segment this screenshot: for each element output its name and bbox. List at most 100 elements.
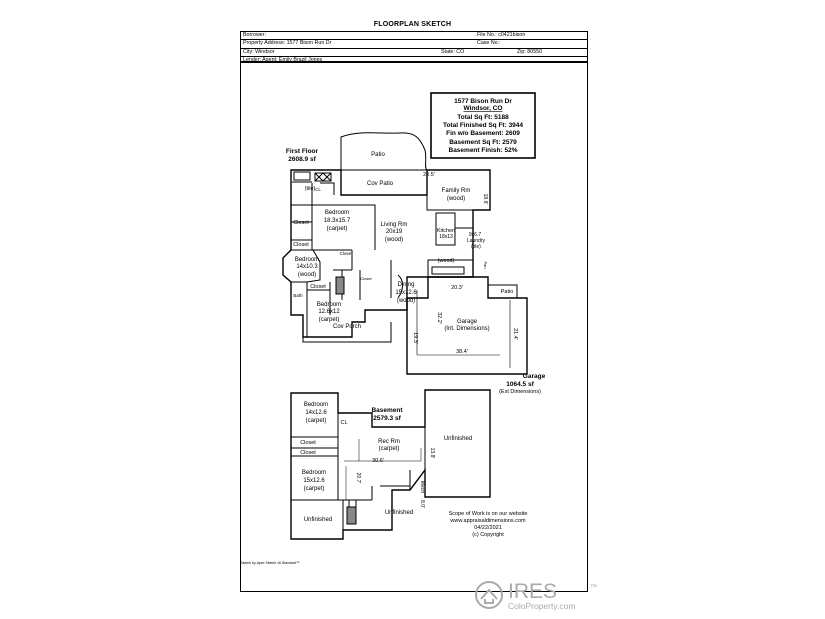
dim-garage-side: 19.3' (412, 332, 418, 344)
lender: Lender: Agent: Emily Brazil Jones (243, 57, 323, 64)
room-cl: CL (315, 187, 321, 192)
borrower-label: Borrower: (243, 32, 266, 38)
room-kitchen-size: 18x13 (439, 234, 453, 240)
bsmt-cl: CL (340, 420, 347, 426)
garage-note: (Ext Dimensions) (499, 389, 541, 395)
room-kitchen-label: Kitchen (437, 228, 455, 234)
bsmt-closet2: Closet (300, 450, 316, 456)
room-living-floor: (wood) (385, 237, 403, 243)
bsmt-closet1: Closet (300, 440, 316, 446)
room-dining-size: 15x12.6 (395, 290, 417, 296)
room-laundry-floor: (tile) (471, 244, 481, 250)
bsmt-rec-label: Rec Rm (378, 439, 400, 445)
watermark-brand: IRES (508, 580, 557, 603)
kitchen-counter (431, 266, 465, 275)
room-bedroom-size: 18.3x15.7 (324, 218, 351, 224)
summary-city: Windsor, CO (464, 105, 503, 112)
summary-box (430, 92, 536, 159)
room-garage-label: Garage (457, 319, 478, 325)
note-website: www.appraisaldimensions.com (449, 518, 526, 524)
watermark-logo-icon: IRES ColoProperty.com ™ (475, 580, 597, 611)
stairs (346, 506, 357, 525)
basement-title: Basement (371, 407, 403, 414)
room-family-label: Family Rm (442, 188, 471, 194)
room-living-size: 20x19 (386, 229, 403, 235)
summary-total: Total Sq Ft: 5188 (457, 114, 509, 121)
room-bed3-label: Bedroom (317, 302, 341, 308)
room-cov-patio: Cov Patio (367, 181, 394, 187)
basement-area: 2579.3 sf (373, 415, 401, 422)
state: State: CO (441, 48, 465, 55)
room-closet-a: Closet (293, 220, 309, 226)
bsmt-unfinished2: Unfinished (304, 517, 332, 523)
room-closet-c: Closet (310, 284, 326, 290)
dim-garage-bottom: 38.4' (456, 349, 468, 355)
room-bedroom-label: Bedroom (325, 210, 349, 216)
room-garage-patio: Patio (501, 289, 514, 295)
room-living-label: Living Rm (381, 222, 408, 228)
bsmt-bed1-label: Bedroom (304, 402, 328, 408)
tub-fixture (293, 171, 311, 181)
garage-title: Garage (523, 373, 546, 380)
room-closet-d: Closet (340, 251, 354, 256)
bsmt-bed2-size: 15x12.6 (303, 478, 325, 484)
sketch-sheet (240, 61, 588, 592)
dim-top: 20.5' (423, 172, 435, 178)
bsmt-dim-d: 8.0' (419, 500, 425, 508)
room-bed2-floor: (wood) (298, 272, 316, 278)
room-bedroom-floor: (carpet) (327, 226, 348, 232)
room-tile: (tile) (305, 186, 316, 192)
summary-basement-sqft: Basement Sq Ft: 2579 (449, 139, 517, 146)
room-laundry-label: Laundry (467, 238, 486, 244)
watermark: IRES ColoProperty.com ™ (472, 577, 602, 618)
first-floor-title: First Floor (286, 148, 319, 155)
dim-garage-left: 32.2' (436, 312, 442, 324)
door-swing (397, 274, 403, 299)
header-form: Borrower: File No.: c0421bison Property … (240, 31, 588, 63)
bsmt-dim-c: 20.7' (355, 473, 361, 484)
room-bed2-label: Bedroom (295, 257, 319, 263)
dim-garage-top: 20.3' (451, 285, 463, 291)
room-closet-b: Closet (293, 242, 309, 248)
bsmt-unfinished3: Unfinished (385, 510, 413, 516)
svg-text:™: ™ (590, 584, 597, 591)
watermark-site: ColoProperty.com (508, 601, 575, 611)
summary-address: 1577 Bison Run Dr (454, 98, 512, 105)
room-kitchen-floor: (wood) (438, 258, 455, 264)
note-copyright: (c) Copyright (472, 532, 504, 538)
room-bed3-size: 12.6x12 (318, 309, 340, 315)
zip: Zip: 80550 (517, 48, 543, 55)
header-row-address: Property Address: 1577 Bison Run Dr Case… (241, 40, 587, 49)
property-address: Property Address: 1577 Bison Run Dr (243, 40, 332, 47)
document-title: FLOORPLAN SKETCH (373, 21, 452, 28)
room-closet-small: Closet (360, 276, 372, 281)
basement-outline (290, 389, 491, 540)
room-bed3-floor: (carpet) (319, 317, 340, 323)
case-number: Case No.: (477, 40, 501, 47)
summary-finished: Total Finished Sq Ft: 3944 (443, 122, 523, 129)
header-row-lender: Lender: Agent: Emily Brazil Jones (241, 57, 587, 64)
header-row-city: City: Windsor State: CO Zip: 80550 (241, 48, 587, 58)
patio-outline (340, 132, 429, 171)
note-scope: Scope of Work is on our website (449, 511, 528, 517)
room-cov-porch: Cov Porch (333, 324, 361, 330)
garage-patio-outline (488, 284, 518, 298)
summary-fin-wo-basement: Fin w/o Basement: 2609 (446, 130, 520, 137)
city: City: Windsor (243, 48, 275, 55)
room-family-floor: (wood) (447, 196, 465, 202)
garage-outline (406, 276, 528, 375)
bsmt-bed2-floor: (carpet) (304, 486, 325, 492)
first-floor-area: 2608.9 sf (288, 156, 316, 163)
header-row-borrower: Borrower: File No.: c0421bison (241, 32, 587, 41)
room-laundry-size: 9x6.7 (469, 232, 481, 238)
bsmt-dim-a: 30.6' (372, 458, 384, 464)
room-garage-note: (Int. Dimensions) (444, 326, 489, 332)
bsmt-rec-floor: (carpet) (379, 446, 400, 452)
file-number: File No.: c0421bison (477, 32, 526, 38)
sketch-credit: Sketch by Apex Sketch v6 Standard™ (240, 561, 299, 565)
room-patio: Patio (371, 152, 385, 158)
dim-right: 18.6' (482, 194, 488, 205)
summary-basement-finish: Basement Finish: 52% (449, 147, 518, 154)
room-dining-floor: (wood) (397, 298, 415, 304)
